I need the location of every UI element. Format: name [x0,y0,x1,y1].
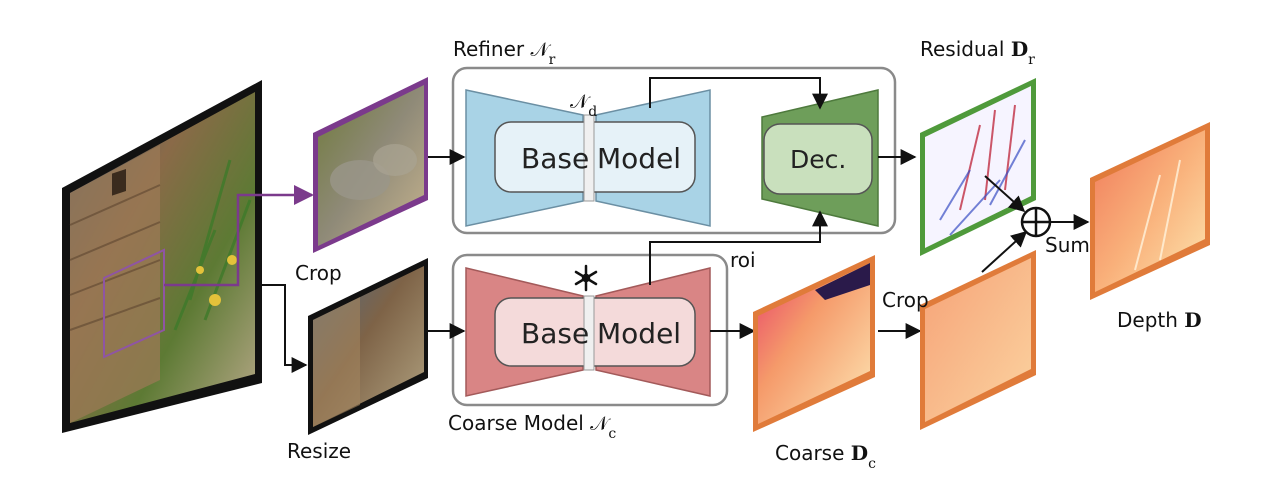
resize-arrow [262,284,308,373]
roi-arrow [649,210,828,285]
resize-label: Resize [287,439,351,463]
refiner-base-label: Base [521,142,589,175]
sum-label: Sum [1045,233,1090,257]
residual-label: Residual Dr [920,37,1035,68]
cropped-coarse-depth-image [920,250,1036,430]
final-depth-image [1090,122,1210,300]
depth-label: Depth D [1117,308,1202,332]
refiner-title: Refiner 𝒩r [453,37,556,68]
coarse-base-model [465,267,711,397]
decoder-symbol: 𝒩d [570,91,597,120]
snowflake-icon [574,264,598,292]
crop-image [313,77,428,253]
input-image [62,80,262,433]
residual-to-sum-arrow [984,175,1026,213]
refiner-base-model [465,89,711,227]
resize-image [308,258,428,435]
decoder-label: Dec. [790,145,846,174]
coarse-model-title: Coarse Model 𝒩c [448,411,616,442]
coarse-output-label: Coarse Dc [775,441,876,472]
coarse-model-label: Model [597,317,681,350]
circled-plus-icon [1020,206,1052,238]
roi-label: roi [730,248,756,272]
crop-lower-label: Crop [882,288,929,312]
refiner-model-label: Model [597,142,681,175]
decoder-block [761,89,879,227]
crop-to-sum-arrow [981,230,1028,273]
coarse-base-label: Base [521,317,589,350]
coarse-depth-image [753,255,875,432]
residual-image [920,78,1036,256]
skip-connection-arrow [649,77,828,110]
crop-label: Crop [295,261,342,285]
crop-arrow [164,185,314,287]
